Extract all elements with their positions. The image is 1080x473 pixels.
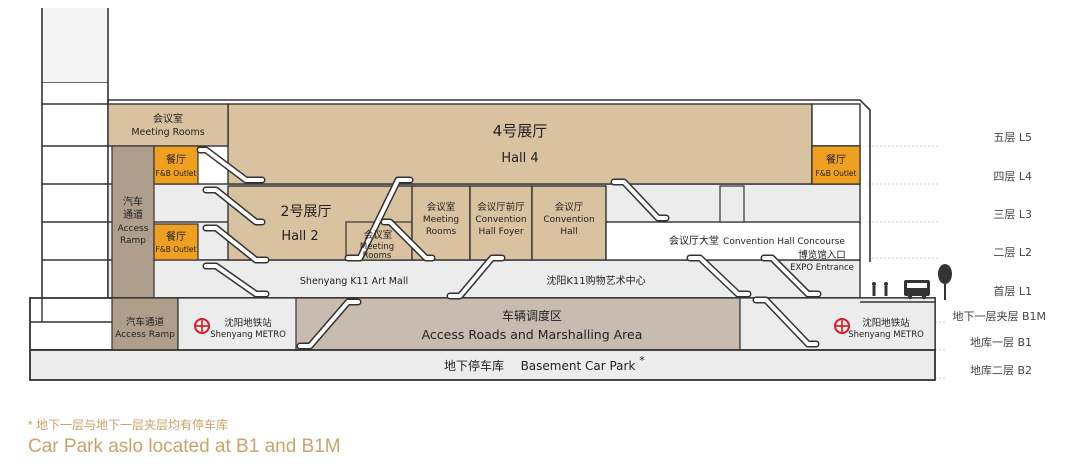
convention-hall-en2: Hall xyxy=(560,227,577,237)
basement-mark: * xyxy=(639,354,645,367)
car-park-note-zh: * 地下一层与地下一层夹层均有停车库 xyxy=(28,418,229,432)
meeting-l3-zh: 会议室 xyxy=(427,201,456,213)
access-ramp-lower-zh: 汽车通道 xyxy=(126,316,165,328)
access-ramp-upper-en2: Ramp xyxy=(120,236,146,246)
access-ramp-upper-en1: Access xyxy=(118,224,149,234)
hall-2-zh: 2号展厅 xyxy=(281,204,332,220)
metro-left-en: Shenyang METRO xyxy=(210,330,286,340)
convention-hall-zh: 会议厅 xyxy=(555,201,584,213)
floor-label-l3: 三层 L3 xyxy=(993,208,1032,221)
floor-label-l5: 五层 L5 xyxy=(993,131,1032,144)
pedestrian-icons xyxy=(872,282,888,296)
metro-left-zh: 沈阳地铁站 xyxy=(224,317,272,329)
hall-4-en: Hall 4 xyxy=(501,151,538,166)
floor-label-l1: 首层 L1 xyxy=(993,284,1032,298)
hall-4-block xyxy=(227,103,813,185)
bus-icon xyxy=(904,280,930,300)
access-ramp-lower-block xyxy=(111,297,179,351)
floor-labels: 五层 L5 四层 L4 三层 L3 二层 L2 首层 L1 地下一层夹层 B1M… xyxy=(952,131,1046,377)
access-ramp-lower-en: Access Ramp xyxy=(115,330,175,340)
access-ramp-upper-zh1: 汽车 xyxy=(123,195,143,208)
fb-l4-right-zh: 餐厅 xyxy=(826,153,846,166)
meeting-rooms-l5-en: Meeting Rooms xyxy=(131,127,204,138)
expo-entrance-zh: 博览馆入口 xyxy=(798,249,846,261)
tree-icon xyxy=(938,264,952,300)
foyer-en1: Convention xyxy=(475,215,526,225)
floor-label-l4: 四层 L4 xyxy=(993,170,1032,183)
escalators xyxy=(196,146,822,350)
hall-4-zh: 4号展厅 xyxy=(493,122,548,140)
meeting-small-zh: 会议室 xyxy=(364,229,393,241)
floor-label-b1m: 地下一层夹层 B1M xyxy=(952,310,1046,323)
basement-en: Basement Car Park xyxy=(521,359,636,373)
concourse-block xyxy=(605,221,861,261)
fb-l4-right-en: F&B Outlet xyxy=(816,169,857,178)
right-tower-l5-block xyxy=(811,103,861,147)
metro-icon-right xyxy=(834,318,850,334)
foyer-zh: 会议厅前厅 xyxy=(477,201,525,213)
marshalling-zh: 车辆调度区 xyxy=(502,308,562,323)
access-ramp-upper-zh2: 通道 xyxy=(123,208,143,221)
meeting-l3-en2: Rooms xyxy=(426,227,457,237)
concourse-en: Convention Hall Concourse xyxy=(723,237,845,247)
floor-label-b2: 地库二层 B2 xyxy=(970,364,1032,377)
right-block-l3 xyxy=(719,185,745,223)
fb-l4-left-en: F&B Outlet xyxy=(156,169,197,178)
roof-line xyxy=(107,99,871,262)
meeting-small-en1: Meeting xyxy=(360,242,394,252)
meeting-l3-en1: Meeting xyxy=(423,215,459,225)
floor-label-b1: 地库一层 B1 xyxy=(970,336,1032,349)
convention-hall-block xyxy=(531,185,607,261)
floor-guide-lines xyxy=(868,145,945,379)
fb-outlet-l4-left xyxy=(153,145,199,185)
b2-level xyxy=(29,349,936,381)
expo-entrance-en: EXPO Entrance xyxy=(790,263,854,273)
art-mall-zh: 沈阳K11购物艺术中心 xyxy=(546,274,645,287)
fb-l4-left-zh: 餐厅 xyxy=(166,153,186,166)
access-ramp-upper-block xyxy=(111,145,155,299)
floor-label-l2: 二层 L2 xyxy=(993,246,1032,259)
fb-outlet-l2-left xyxy=(153,223,199,261)
metro-right-en: Shenyang METRO xyxy=(848,330,924,340)
fb-l2-left-en: F&B Outlet xyxy=(156,245,197,254)
basement-zh: 地下停车库 xyxy=(444,358,504,373)
metro-right-zh: 沈阳地铁站 xyxy=(862,317,910,329)
b1m-left-steps xyxy=(30,298,112,323)
space-labels: 会议室 Meeting Rooms 4号展厅 Hall 4 餐厅 F&B Out… xyxy=(115,112,924,373)
meeting-rooms-l5-zh: 会议室 xyxy=(153,112,183,125)
art-mall-en: Shenyang K11 Art Mall xyxy=(300,276,408,287)
marshalling-en: Access Roads and Marshalling Area xyxy=(422,327,643,342)
car-park-note-en: Car Park aslo located at B1 and B1M xyxy=(28,436,341,457)
metro-left-zone xyxy=(177,297,297,351)
hall-2-en: Hall 2 xyxy=(281,229,318,244)
tower-top-shade xyxy=(43,8,107,82)
foyer-en2: Hall Foyer xyxy=(478,227,523,237)
metro-icon-left xyxy=(194,318,210,334)
convention-hall-en1: Convention xyxy=(543,215,594,225)
concourse-zh: 会议厅大堂 xyxy=(669,234,719,247)
fb-l2-left-zh: 餐厅 xyxy=(166,230,186,243)
fb-outlet-l4-right xyxy=(811,145,861,185)
meeting-small-en2: Rooms xyxy=(363,251,392,261)
meeting-rooms-l3-block xyxy=(411,185,471,261)
meeting-rooms-l5-block xyxy=(107,103,229,147)
